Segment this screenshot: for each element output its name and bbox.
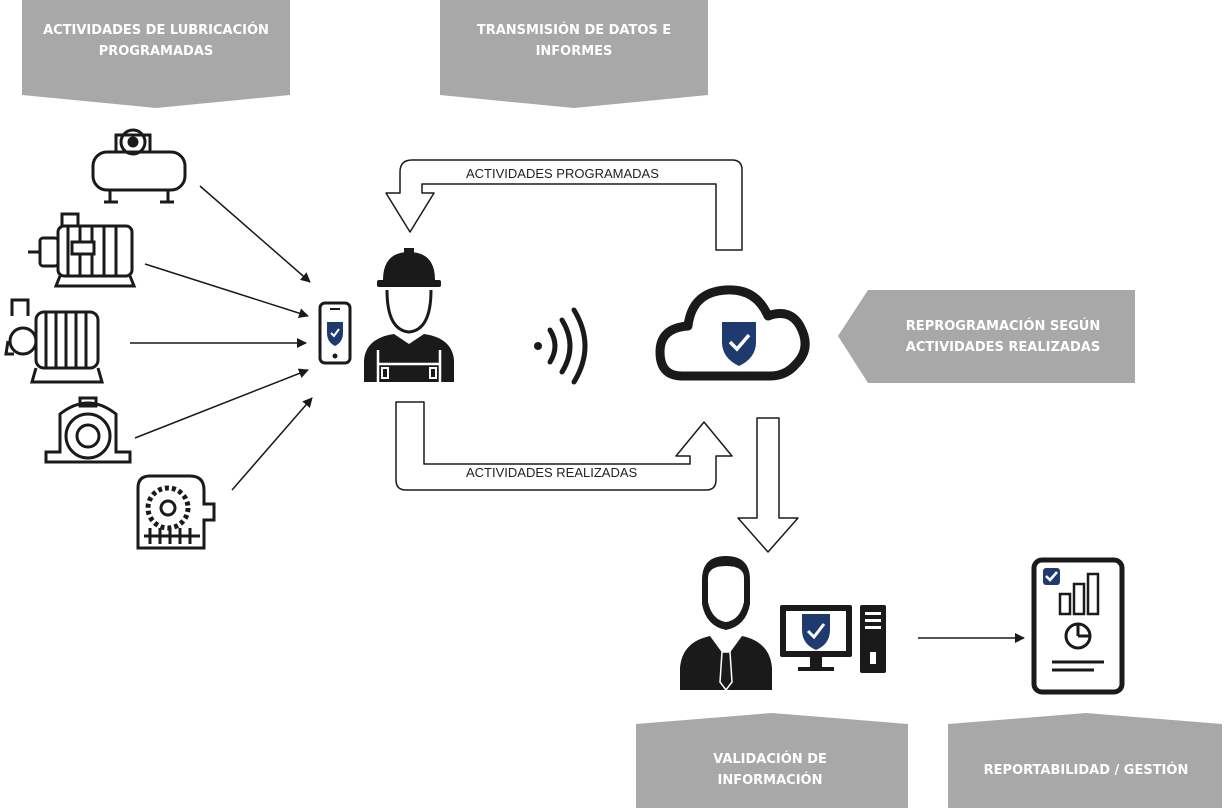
banner-transmission-label: TRANSMISIÓN DE DATOS E INFORMES (476, 23, 672, 59)
wireless-signal-icon (534, 307, 588, 385)
scheduled-flow-arrow (385, 159, 743, 251)
banner-reporting-label: REPORTABILIDAD / GESTIÓN (983, 762, 1189, 778)
report-icon (1031, 557, 1125, 695)
banner-validation-label: VALIDACIÓN DE INFORMACIÓN (713, 752, 827, 788)
banner-validation (636, 713, 908, 808)
validation-down-arrow (737, 417, 799, 553)
completed-activities-label: ACTIVIDADES REALIZADAS (466, 465, 638, 480)
equipment-to-phone-arrows (130, 185, 313, 491)
banner-lubrication-label: ACTIVIDADES DE LUBRICACIÓN PROGRAMADAS (43, 23, 269, 59)
air-compressor-icon (91, 128, 187, 204)
cloud-icon (655, 285, 810, 381)
pillow-block-bearing-icon (44, 396, 132, 464)
computer-icon (780, 605, 886, 673)
scheduled-activities-label: ACTIVIDADES PROGRAMADAS (466, 166, 659, 181)
pump-icon (4, 298, 104, 384)
manager-icon (680, 556, 772, 692)
smartphone-icon (318, 301, 352, 365)
banner-transmission (440, 0, 708, 108)
completed-flow-arrow (395, 401, 733, 491)
banner-reprogramming (838, 290, 1135, 383)
banner-reporting (948, 713, 1222, 808)
banner-reprogramming-label: REPROGRAMACIÓN SEGÚN ACTIVIDADES REALIZA… (905, 319, 1101, 355)
banner-lubrication (22, 0, 290, 108)
technician-icon (364, 248, 454, 382)
gearbox-icon (136, 474, 216, 550)
electric-motor-icon (28, 212, 137, 288)
